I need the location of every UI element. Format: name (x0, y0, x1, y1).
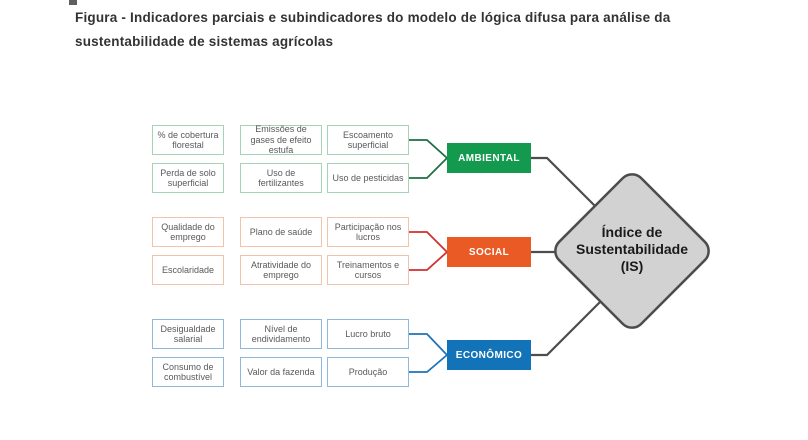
index-node-line2: Sustentabilidade (575, 241, 689, 257)
indicator-label: Consumo de combustível (162, 361, 214, 383)
social-bracket-top (409, 231, 448, 253)
sustainability-index-diamond (554, 173, 710, 329)
indicator-box-escolaridade: Escolaridade (152, 255, 224, 285)
indicator-label: Escolaridade (161, 264, 215, 275)
ambiental-group: % de cobertura florestal Emissões de gas… (152, 124, 409, 193)
indicator-label: Emissões de gases de efeito estufa (250, 124, 312, 156)
indicator-box-escoamento-superficial: Escoamento superficial (327, 125, 409, 155)
indicator-label: Qualidade do emprego (161, 221, 215, 243)
social-label: SOCIAL (447, 237, 531, 267)
indicator-box-cobertura-florestal: % de cobertura florestal (152, 125, 224, 155)
indicator-box-emissoes-gases: Emissões de gases de efeito estufa (240, 124, 322, 156)
social-group: Qualidade do emprego Plano de saúde Part… (152, 217, 409, 285)
indicator-box-consumo-combustivel: Consumo de combustível (152, 357, 224, 387)
indicator-box-nivel-endividamento: Nível de endividamento (240, 319, 322, 349)
indicator-label: Lucro bruto (345, 328, 391, 339)
indicator-box-valor-fazenda: Valor da fazenda (240, 357, 322, 387)
sustainability-index-node: Índice de Sustentabilidade (IS) (557, 224, 707, 275)
indicator-box-lucro-bruto: Lucro bruto (327, 319, 409, 349)
indicator-label: Desigualdade salarial (160, 323, 216, 345)
indicator-label: Uso de pesticidas (332, 172, 404, 183)
ambiental-bracket-bottom (409, 157, 448, 179)
indicator-box-uso-pesticidas: Uso de pesticidas (327, 163, 409, 193)
ambiental-label: AMBIENTAL (447, 143, 531, 173)
index-node-line1: Índice de (601, 224, 663, 240)
indicator-label: Plano de saúde (249, 226, 313, 237)
economico-label: ECONÔMICO (447, 340, 531, 370)
indicator-label: Produção (348, 366, 388, 377)
ambiental-to-index-line (530, 156, 606, 217)
figure-title-line1: Figura - Indicadores parciais e subindic… (75, 10, 671, 25)
indicator-box-plano-saude: Plano de saúde (240, 217, 322, 247)
indicator-box-atratividade-emprego: Atratividade do emprego (240, 255, 322, 285)
indicator-label: Perda de solo superficial (160, 167, 216, 189)
indicator-label: % de cobertura florestal (157, 129, 219, 151)
indicator-box-treinamentos-cursos: Treinamentos e cursos (327, 255, 409, 285)
ambiental-bracket-top (409, 139, 448, 159)
indicator-label: Atratividade do emprego (250, 259, 312, 281)
economico-to-index-line (530, 294, 608, 357)
indicator-label: Uso de fertilizantes (258, 167, 304, 189)
indicator-box-producao: Produção (327, 357, 409, 387)
cropped-artifact (69, 0, 77, 5)
figure-title-line2: sustentabilidade de sistemas agrícolas (75, 34, 334, 49)
indicator-box-uso-fertilizantes: Uso de fertilizantes (240, 163, 322, 193)
economico-bracket-bottom (409, 354, 448, 373)
index-node-line3: (IS) (620, 258, 644, 274)
indicator-label: Nível de endividamento (251, 323, 311, 345)
indicator-label: Participação nos lucros (334, 221, 402, 243)
economico-bracket-top (409, 333, 448, 356)
indicator-label: Treinamentos e cursos (336, 259, 400, 281)
figure-title: Figura - Indicadores parciais e subindic… (75, 6, 785, 54)
social-bracket-bottom (409, 251, 448, 271)
indicator-box-perda-solo: Perda de solo superficial (152, 163, 224, 193)
indicator-box-qualidade-emprego: Qualidade do emprego (152, 217, 224, 247)
indicator-label: Escoamento superficial (342, 129, 394, 151)
indicator-box-desigualdade-salarial: Desigualdade salarial (152, 319, 224, 349)
indicator-label: Valor da fazenda (247, 366, 315, 377)
economico-group: Desigualdade salarial Nível de endividam… (152, 319, 409, 387)
indicator-box-participacao-lucros: Participação nos lucros (327, 217, 409, 247)
